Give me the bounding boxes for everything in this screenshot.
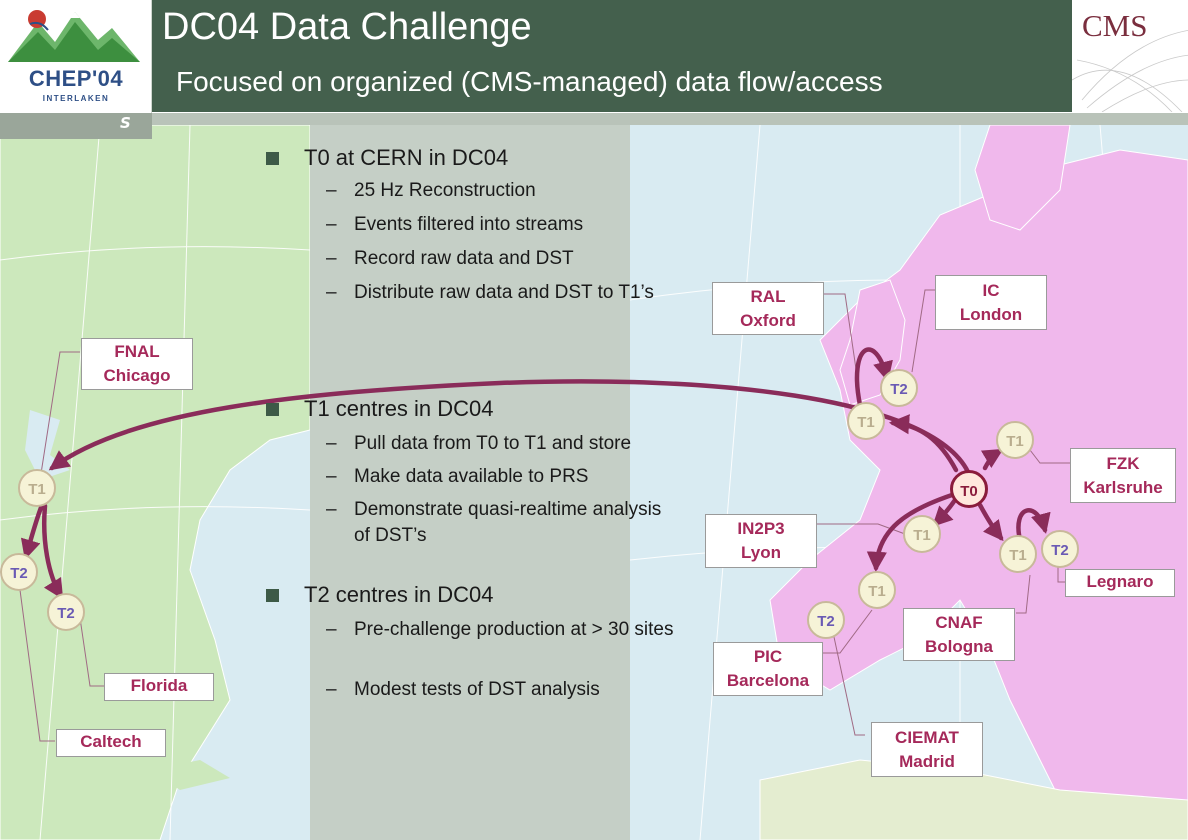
cms-logo: CMS [1068, 0, 1188, 112]
site-name: FZK [1106, 454, 1140, 473]
site-name: Caltech [80, 732, 142, 751]
arrow-fnal-florida [42, 503, 64, 600]
section-t2-item: Modest tests of DST analysis [326, 677, 694, 703]
mountain-logo-icon [8, 10, 140, 62]
arrow-t0-cnaf [977, 502, 1004, 542]
site-name: CIEMAT [895, 728, 959, 747]
page-title: DC04 Data Challenge [162, 6, 532, 48]
site-label-fnal: FNAL Chicago [81, 338, 193, 390]
cms-logo-lines-icon [1072, 30, 1188, 112]
site-label-ral: RAL Oxford [712, 282, 824, 335]
arrow-cnaf-legnaro [1016, 508, 1051, 543]
site-label-caltech: Caltech [56, 729, 166, 757]
site-label-legnaro: Legnaro [1065, 569, 1175, 597]
section-t2-item: Pre-challenge production at > 30 sites [326, 617, 704, 643]
site-city: Lyon [741, 543, 781, 562]
tier2-node-caltech: T2 [0, 553, 38, 591]
site-city: Bologna [925, 637, 993, 656]
site-label-in2p3: IN2P3 Lyon [705, 514, 817, 568]
site-name: Florida [130, 676, 188, 695]
site-label-pic: PIC Barcelona [713, 642, 823, 696]
site-city: Barcelona [726, 671, 810, 690]
site-label-fzk: FZK Karlsruhe [1070, 448, 1176, 503]
header-sub-band-left [0, 113, 152, 139]
site-label-ciemat: CIEMAT Madrid [871, 722, 983, 777]
logo-text: CHEP'04 [28, 66, 124, 91]
scandinavia-landmass [974, 124, 1071, 231]
arrow-fnal-caltech [20, 502, 45, 560]
tier2-node-florida: T2 [47, 593, 85, 631]
section-t1-item: Pull data from T0 to T1 and store [326, 431, 714, 457]
section-t0-item: 25 Hz Reconstruction [326, 178, 694, 204]
section-t0-item: Distribute raw data and DST to T1’s [326, 280, 694, 306]
tier1-node-fzk: T1 [996, 421, 1034, 459]
tier1-node-ral: T1 [847, 402, 885, 440]
tier1-node-fnal: T1 [18, 469, 56, 507]
section-t0-item: Record raw data and DST [326, 246, 694, 272]
tier2-node-ic: T2 [880, 369, 918, 407]
site-name: Legnaro [1086, 572, 1154, 591]
site-name: RAL [750, 287, 786, 306]
chep04-logo: CHEP'04 INTERLAKEN [0, 0, 152, 113]
section-t1-item: Demonstrate quasi-realtime analysis of D… [326, 497, 674, 549]
site-name: IN2P3 [737, 519, 785, 538]
arrow-t0-fzk [980, 448, 1004, 471]
tier1-node-cnaf: T1 [999, 535, 1037, 573]
site-city: Oxford [740, 311, 796, 330]
site-city: Karlsruhe [1083, 478, 1163, 497]
site-city: London [959, 305, 1023, 324]
site-label-cnaf: CNAF Bologna [903, 608, 1015, 661]
site-city: Chicago [103, 366, 171, 385]
north-america-landmass [0, 124, 311, 840]
section-t1-item: Make data available to PRS [326, 464, 694, 490]
site-city: Madrid [899, 752, 955, 771]
cms-logo-text: CMS [1082, 8, 1148, 43]
arrow-t0-fnal [48, 379, 971, 475]
arrow-t0-pic [866, 490, 961, 573]
section-t0-heading: T0 at CERN in DC04 [265, 145, 509, 170]
site-name: PIC [753, 647, 783, 666]
site-name: FNAL [114, 342, 160, 361]
site-label-ic: IC London [935, 275, 1047, 330]
section-t2-heading: T2 centres in DC04 [266, 582, 494, 607]
header-sub-band [0, 113, 1188, 125]
tier1-node-pic: T1 [858, 571, 896, 609]
arrow-t0-in2p3 [932, 497, 958, 527]
header-bar [152, 0, 1068, 112]
tier2-node-legnaro: T2 [1041, 530, 1079, 568]
arrow-t0-ral [888, 414, 959, 473]
site-name: CNAF [935, 613, 983, 632]
tier0-node-cern: T0 [950, 470, 988, 508]
site-label-florida: Florida [104, 673, 214, 701]
caribbean-islands [150, 760, 230, 790]
slide-glyph: S [120, 114, 131, 132]
logo-subtext: INTERLAKEN [42, 94, 110, 103]
page-subtitle: Focused on organized (CMS-managed) data … [176, 66, 883, 97]
section-t1-heading: T1 centres in DC04 [266, 396, 494, 421]
site-name: IC [982, 281, 1000, 300]
section-t0-item: Events filtered into streams [326, 212, 694, 238]
arrow-ral-ic [854, 347, 893, 408]
tier2-node-ciemat: T2 [807, 601, 845, 639]
tier1-node-in2p3: T1 [903, 515, 941, 553]
